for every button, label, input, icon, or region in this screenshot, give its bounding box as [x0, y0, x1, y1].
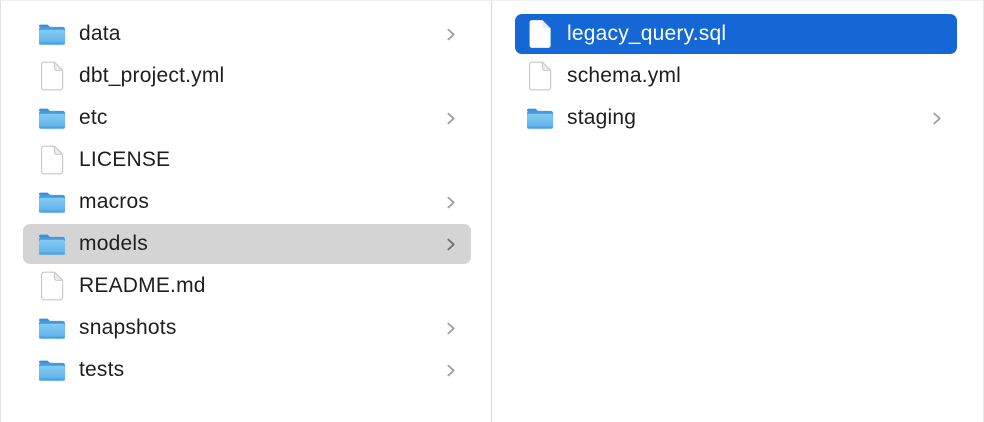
chevron-right-icon	[444, 196, 459, 209]
item-label: etc	[79, 105, 108, 129]
row-models-selected[interactable]: models	[23, 224, 471, 264]
item-label: models	[79, 231, 148, 255]
item-label: README.md	[79, 273, 206, 297]
item-label: macros	[79, 189, 150, 213]
folder-icon	[37, 22, 67, 47]
row-license[interactable]: LICENSE	[23, 140, 471, 180]
chevron-right-icon	[444, 238, 459, 251]
row-legacy-query-sql-selected[interactable]: legacy_query.sql	[515, 14, 957, 54]
row-readme-md[interactable]: README.md	[23, 266, 471, 306]
folder-icon	[37, 232, 67, 257]
item-label: LICENSE	[79, 147, 171, 171]
folder-icon	[37, 106, 67, 131]
item-label: data	[79, 21, 121, 45]
row-schema-yml[interactable]: schema.yml	[515, 56, 957, 96]
chevron-right-icon	[444, 364, 459, 377]
finder-column-left[interactable]: data dbt_project.yml etc LICENSE	[1, 1, 491, 422]
row-staging[interactable]: staging	[515, 98, 957, 138]
item-label: tests	[79, 357, 125, 381]
item-label: snapshots	[79, 315, 177, 339]
item-label: schema.yml	[567, 63, 682, 87]
row-tests[interactable]: tests	[23, 350, 471, 390]
row-data[interactable]: data	[23, 14, 471, 54]
folder-icon	[525, 106, 555, 131]
folder-icon	[37, 190, 67, 215]
row-dbt-project-yml[interactable]: dbt_project.yml	[23, 56, 471, 96]
row-macros[interactable]: macros	[23, 182, 471, 222]
chevron-right-icon	[444, 322, 459, 335]
chevron-right-icon	[444, 28, 459, 41]
item-label: staging	[567, 105, 637, 129]
item-label: dbt_project.yml	[79, 63, 225, 87]
document-icon	[37, 145, 67, 175]
row-etc[interactable]: etc	[23, 98, 471, 138]
row-snapshots[interactable]: snapshots	[23, 308, 471, 348]
chevron-right-icon	[444, 112, 459, 125]
chevron-right-icon	[930, 112, 945, 125]
document-icon	[37, 271, 67, 301]
folder-icon	[37, 316, 67, 341]
document-icon	[37, 61, 67, 91]
item-label: legacy_query.sql	[567, 21, 727, 45]
document-icon	[525, 61, 555, 91]
document-icon	[525, 19, 555, 49]
folder-icon	[37, 358, 67, 383]
finder-column-right[interactable]: legacy_query.sql schema.yml staging	[491, 1, 983, 422]
